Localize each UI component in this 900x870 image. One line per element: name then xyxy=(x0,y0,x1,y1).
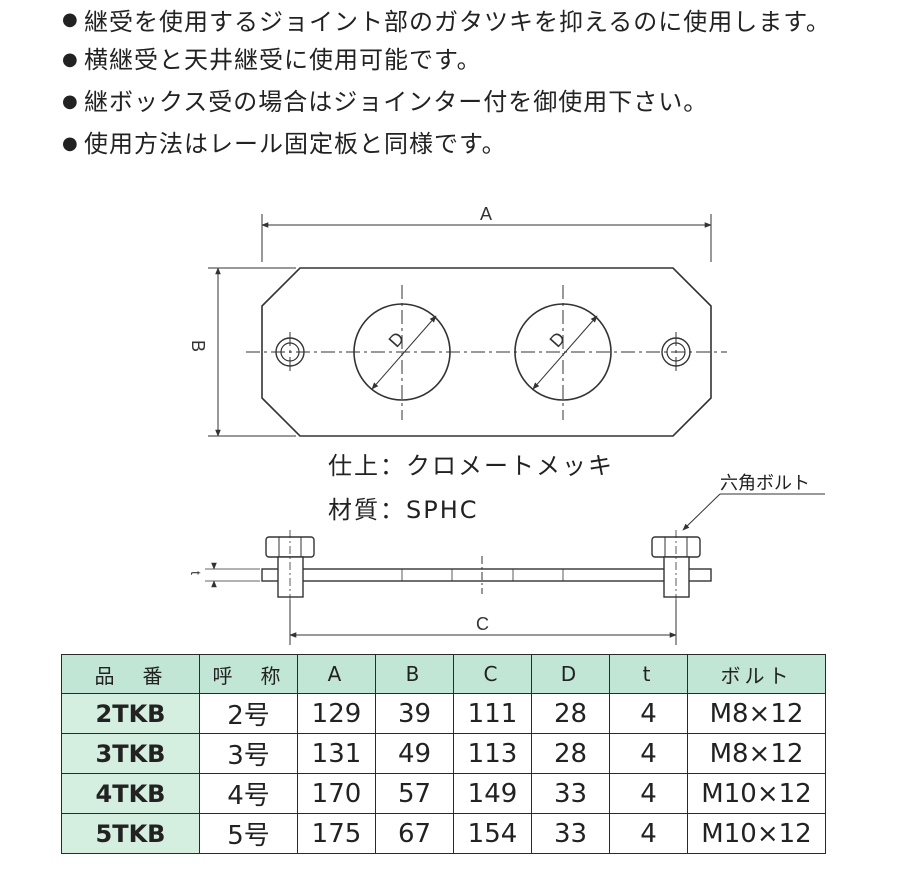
bolt-label: 六角ボルト xyxy=(720,473,810,494)
table-row: 5TKB 5号 175 67 154 33 4 M10×12 xyxy=(61,813,826,854)
cell-bolt: M10×12 xyxy=(687,773,826,814)
bolt-leader xyxy=(682,493,825,531)
cell-c: 113 xyxy=(453,733,532,774)
table-row: 4TKB 4号 170 57 149 33 4 M10×12 xyxy=(61,773,826,814)
cell-name: 4号 xyxy=(199,773,298,814)
cell-b: 57 xyxy=(375,773,454,814)
bullet-icon: ● xyxy=(62,9,79,30)
col-header-a: A xyxy=(297,654,376,694)
cell-model: 4TKB xyxy=(61,773,200,814)
note-text: 継受を使用するジョイント部のガタツキを抑えるのに使用します。 xyxy=(84,8,831,36)
cell-name: 5号 xyxy=(199,813,298,854)
bullet-icon: ● xyxy=(62,49,79,70)
cell-t: 4 xyxy=(609,813,688,854)
cell-b: 39 xyxy=(375,693,454,734)
cell-t: 4 xyxy=(609,693,688,734)
cell-a: 129 xyxy=(297,693,376,734)
cell-d: 33 xyxy=(531,773,610,814)
usage-notes: ● 継受を使用するジョイント部のガタツキを抑えるのに使用します。 ● 横継受と天… xyxy=(62,2,862,168)
note-item: ● 継受を使用するジョイント部のガタツキを抑えるのに使用します。 xyxy=(62,2,862,42)
material-spec: 材質：SPHC xyxy=(328,496,479,524)
note-item: ● 横継受と天井継受に使用可能です。 xyxy=(62,42,862,78)
table-row: 3TKB 3号 131 49 113 28 4 M8×12 xyxy=(61,733,826,774)
cell-bolt: M8×12 xyxy=(687,693,826,734)
cell-name: 3号 xyxy=(199,733,298,774)
cell-model: 3TKB xyxy=(61,733,200,774)
dimension-b xyxy=(208,267,296,437)
col-header-name: 呼 称 xyxy=(199,654,298,694)
note-item: ● 使用方法はレール固定板と同様です。 xyxy=(62,126,862,162)
dim-t-label: t xyxy=(188,571,204,575)
col-header-model: 品 番 xyxy=(61,654,200,694)
col-header-d: D xyxy=(531,654,610,694)
cell-model: 2TKB xyxy=(61,693,200,734)
cell-model: 5TKB xyxy=(61,813,200,854)
cell-c: 111 xyxy=(453,693,532,734)
bullet-icon: ● xyxy=(62,91,79,112)
note-text: 継ボックス受の場合はジョインター付を御使用下さい。 xyxy=(84,88,709,116)
cell-a: 175 xyxy=(297,813,376,854)
finish-spec: 仕上：クロメートメッキ xyxy=(328,452,614,480)
plate-top-view xyxy=(246,267,727,437)
col-header-c: C xyxy=(453,654,532,694)
cell-bolt: M10×12 xyxy=(687,813,826,854)
dim-b-label: B xyxy=(188,340,208,352)
dim-d-label: D xyxy=(546,328,570,351)
cell-c: 154 xyxy=(453,813,532,854)
dimension-c xyxy=(289,600,677,645)
table-header-row: 品 番 呼 称 A B C D t ボルト xyxy=(61,654,826,694)
cell-a: 170 xyxy=(297,773,376,814)
cell-bolt: M8×12 xyxy=(687,733,826,774)
cell-t: 4 xyxy=(609,773,688,814)
dimension-a xyxy=(261,214,712,262)
plate-side-view xyxy=(205,530,712,604)
spec-table: 品 番 呼 称 A B C D t ボルト 2TKB 2号 129 39 111… xyxy=(61,654,826,854)
cell-t: 4 xyxy=(609,733,688,774)
cell-d: 28 xyxy=(531,693,610,734)
col-header-bolt: ボルト xyxy=(687,654,826,694)
cell-d: 28 xyxy=(531,733,610,774)
col-header-t: t xyxy=(609,654,688,694)
cell-name: 2号 xyxy=(199,693,298,734)
hole-left xyxy=(353,303,451,401)
cell-b: 49 xyxy=(375,733,454,774)
cell-a: 131 xyxy=(297,733,376,774)
bullet-icon: ● xyxy=(62,133,79,154)
hex-bolt-right xyxy=(651,530,701,604)
col-header-b: B xyxy=(375,654,454,694)
hole-right xyxy=(514,303,612,401)
cell-d: 33 xyxy=(531,813,610,854)
dim-a-label: A xyxy=(480,204,492,224)
note-text: 使用方法はレール固定板と同様です。 xyxy=(84,130,507,158)
dim-c-label: C xyxy=(476,614,489,634)
technical-drawing: D D A B xyxy=(188,204,825,645)
note-item: ● 継ボックス受の場合はジョインター付を御使用下さい。 xyxy=(62,84,862,120)
cell-b: 67 xyxy=(375,813,454,854)
cell-c: 149 xyxy=(453,773,532,814)
note-text: 横継受と天井継受に使用可能です。 xyxy=(84,46,482,74)
hex-bolt-left xyxy=(265,530,315,604)
dim-d-label: D xyxy=(385,328,409,351)
table-row: 2TKB 2号 129 39 111 28 4 M8×12 xyxy=(61,693,826,734)
